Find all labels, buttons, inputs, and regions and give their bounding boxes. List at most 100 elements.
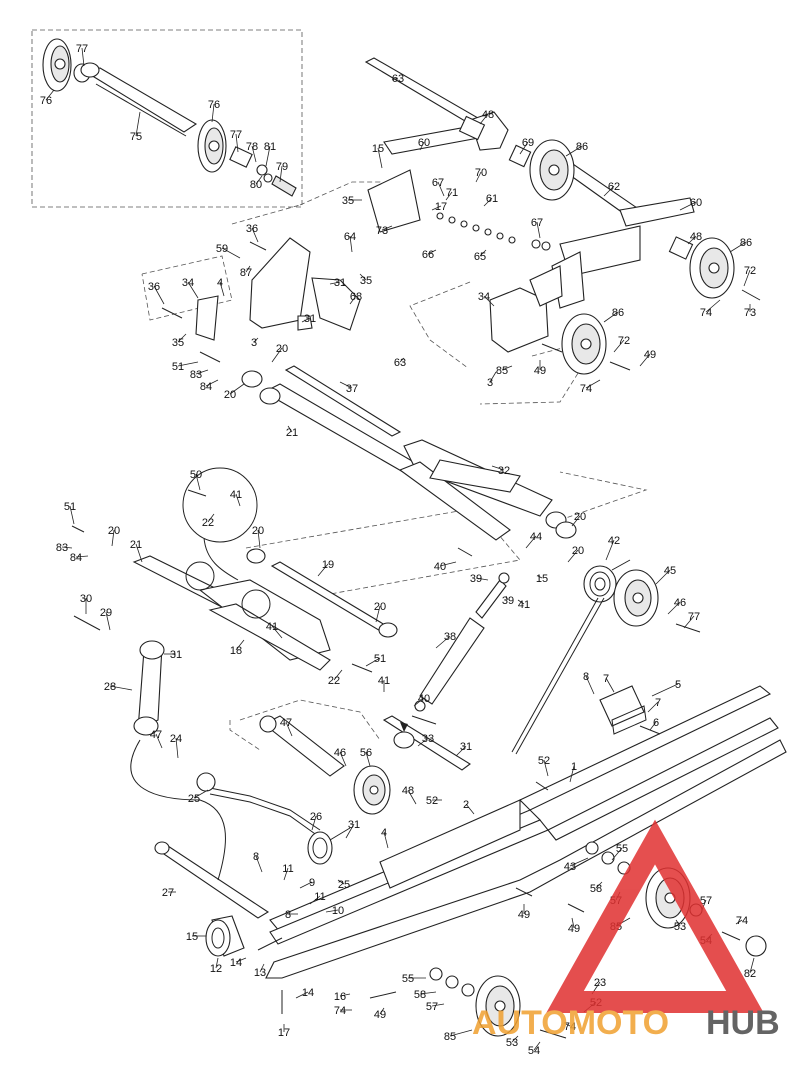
part-number-label: 4	[381, 827, 387, 839]
part-number-label: 74	[736, 915, 748, 927]
part-number-label: 40	[434, 561, 446, 573]
part-number-label: 48	[402, 785, 414, 797]
part-number-label: 12	[210, 963, 222, 975]
leader-line	[69, 505, 75, 525]
leader-line	[455, 745, 467, 757]
leader-line	[536, 221, 541, 239]
part-number-label: 31	[334, 277, 346, 289]
idler-wheel-top-right	[197, 119, 227, 173]
part-number-label: 82	[744, 968, 756, 980]
leader-line	[465, 803, 475, 815]
part-number-label: 45	[664, 565, 676, 577]
part-number-label: 1	[571, 761, 577, 773]
leader-line	[325, 909, 339, 913]
rear-upper-shaft	[364, 57, 695, 309]
leader-line	[427, 249, 437, 255]
leader-line	[359, 273, 367, 281]
part-number-label: 63	[394, 357, 406, 369]
leader-line	[505, 595, 509, 601]
leader-line	[375, 605, 381, 623]
leader-line	[475, 171, 482, 183]
part-number-label: 39	[502, 595, 514, 607]
leader-line	[603, 311, 619, 323]
leader-line	[435, 635, 451, 649]
leader-line	[287, 425, 293, 433]
leader-line	[399, 357, 405, 363]
leader-line	[595, 881, 603, 889]
part-number-label: 20	[374, 601, 386, 613]
leader-line	[271, 625, 283, 639]
part-number-label: 73	[744, 307, 756, 319]
part-number-label: 33	[422, 733, 434, 745]
lower-shaft-33	[382, 715, 471, 771]
leader-line	[533, 1041, 541, 1051]
leader-line	[265, 145, 271, 167]
leader-line	[333, 669, 343, 681]
leader-line	[491, 465, 505, 471]
leader-line	[511, 1035, 519, 1043]
leader-line	[489, 371, 497, 383]
part-number-label: 74	[564, 1021, 576, 1033]
leader-line	[211, 103, 215, 123]
part-number-label: 83	[56, 542, 68, 554]
leader-line	[683, 615, 695, 629]
part-number-label: 20	[252, 525, 264, 537]
leader-line	[379, 1007, 385, 1015]
part-number-label: 30	[80, 593, 92, 605]
leader-line	[651, 683, 679, 697]
logo-text-part2: HUB	[706, 1004, 780, 1042]
leader-line	[537, 575, 543, 579]
part-number-label: 58	[414, 989, 426, 1001]
part-number-label: 15	[536, 573, 548, 585]
leader-line	[613, 339, 625, 353]
part-number-label: 40	[418, 693, 430, 705]
part-number-label: 72	[744, 265, 756, 277]
reference-arrows	[130, 537, 408, 881]
leader-line	[439, 561, 457, 567]
part-number-label: 41	[378, 675, 390, 687]
part-number-label: 31	[460, 741, 472, 753]
part-number-label: 60	[418, 137, 430, 149]
part-number-label: 55	[402, 973, 414, 985]
part-number-label: 81	[264, 141, 276, 153]
part-number-label: 38	[444, 631, 456, 643]
part-number-label: 61	[486, 193, 498, 205]
leader-line	[383, 831, 389, 849]
part-number-label: 43	[564, 861, 576, 873]
leader-line	[299, 881, 313, 889]
part-number-label: 4	[217, 277, 223, 289]
part-number-label: 48	[690, 231, 702, 243]
part-number-label: 65	[474, 251, 486, 263]
leader-line	[235, 957, 247, 963]
part-number-label: 53	[506, 1037, 518, 1049]
leader-line	[177, 333, 187, 343]
leader-line	[675, 919, 681, 927]
leader-line	[743, 269, 751, 287]
leader-line	[417, 737, 429, 747]
leader-line	[75, 555, 89, 558]
part-number-label: 57	[700, 895, 712, 907]
leader-line	[449, 1029, 473, 1037]
leader-line	[229, 383, 245, 395]
leader-line	[483, 295, 495, 307]
part-number-label: 24	[170, 733, 182, 745]
leader-line	[391, 77, 399, 81]
part-number-label: 19	[322, 559, 334, 571]
leader-line	[655, 569, 671, 585]
leader-line	[153, 285, 165, 305]
part-number-label: 22	[202, 517, 214, 529]
part-number-label: 35	[342, 195, 354, 207]
leader-line	[301, 317, 311, 323]
washer-stack	[436, 212, 551, 251]
leader-line	[339, 751, 347, 767]
part-number-label: 70	[475, 167, 487, 179]
part-number-label: 49	[518, 909, 530, 921]
part-number-label: 74	[580, 383, 592, 395]
idler-shaft	[73, 62, 198, 137]
leader-line	[413, 697, 425, 707]
part-number-label: 20	[574, 511, 586, 523]
part-number-label: 47	[280, 717, 292, 729]
part-number-label: 34	[478, 291, 490, 303]
leader-line	[245, 265, 251, 273]
leader-line	[337, 879, 345, 885]
